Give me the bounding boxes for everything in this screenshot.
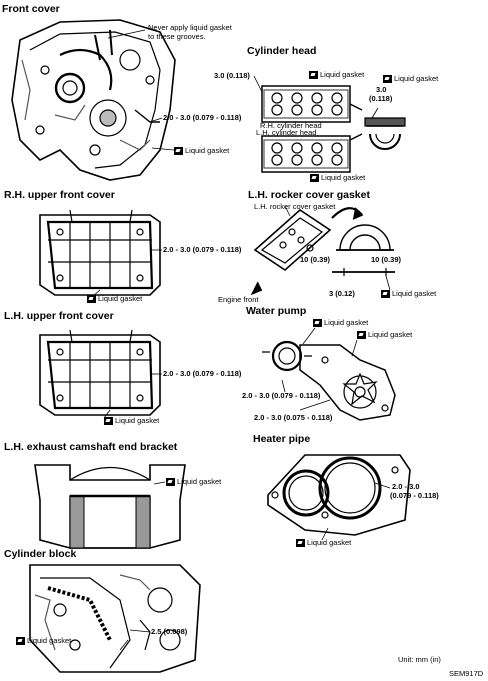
liquid-gasket-icon	[381, 289, 390, 298]
heater-pipe-liquid-gasket: Liquid gasket	[296, 538, 351, 547]
liquid-gasket-icon	[313, 318, 322, 327]
cylinder-head-dimension-3mm: 3.0 (0.118)	[214, 71, 250, 80]
rh-upper-front-cover-drawing	[39, 209, 161, 296]
cylinder-head-liquid-gasket-1: Liquid gasket	[309, 70, 364, 79]
cylinder-block-drawing	[29, 564, 201, 673]
rocker-liquid-gasket: Liquid gasket	[381, 289, 436, 298]
liquid-gasket-icon	[166, 477, 175, 486]
lh-upper-front-cover-drawing	[39, 329, 161, 416]
liquid-gasket-icon	[174, 146, 183, 155]
cylinder-block-dimension: 2.5 (0.098)	[151, 627, 188, 636]
liquid-gasket-icon	[357, 330, 366, 339]
rocker-cover-gasket-callout: L.H. rocker cover gasket	[254, 202, 336, 211]
heater-pipe-dimension: 2.0 - 3.0	[392, 482, 420, 491]
water-pump-dimension-2: 2.0 - 3.0 (0.075 - 0.118)	[254, 413, 333, 422]
front-cover-drawing	[11, 19, 176, 181]
liquid-gasket-icon	[310, 173, 319, 182]
figure-code: SEM917D	[449, 669, 484, 678]
lh-cylinder-head-label: L.H. cylinder head	[256, 128, 317, 137]
exhaust-camshaft-end-bracket-drawing	[34, 464, 186, 549]
water-pump-liquid-gasket-2: Liquid gasket	[357, 330, 412, 339]
rh-front-cover-dimension: 2.0 - 3.0 (0.079 - 0.118)	[163, 245, 242, 254]
rocker-dimension-10-left: 10 (0.39)	[300, 255, 331, 264]
section-title-rh-upper-front-cover: R.H. upper front cover	[4, 189, 115, 201]
never-apply-note-line2: to these grooves.	[148, 32, 206, 41]
end-bracket-liquid-gasket: Liquid gasket	[166, 477, 221, 486]
water-pump-liquid-gasket-1: Liquid gasket	[313, 318, 368, 327]
leader-never-apply	[107, 29, 146, 39]
rh-front-cover-liquid-gasket: Liquid gasket	[87, 294, 142, 303]
water-pump-drawing	[262, 340, 396, 421]
cylinder-head-liquid-gasket-3: Liquid gasket	[310, 173, 365, 182]
heater-pipe-dimension-in: (0.079 - 0.118)	[390, 491, 439, 500]
section-title-cylinder-block: Cylinder block	[4, 548, 77, 560]
front-cover-liquid-gasket: Liquid gasket	[174, 146, 229, 155]
section-title-lh-exhaust-camshaft-end-bracket: L.H. exhaust camshaft end bracket	[4, 441, 178, 453]
rocker-dimension-3: 3 (0.12)	[329, 289, 355, 298]
liquid-gasket-icon	[87, 294, 96, 303]
liquid-gasket-icon	[104, 416, 113, 425]
unit-note: Unit: mm (in)	[398, 655, 441, 664]
cylinder-head-liquid-gasket-2: Liquid gasket	[383, 74, 438, 83]
water-pump-dimension-1: 2.0 - 3.0 (0.079 - 0.118)	[242, 391, 321, 400]
section-title-lh-upper-front-cover: L.H. upper front cover	[4, 310, 114, 322]
cylinder-head-dimension-0118: (0.118)	[369, 94, 393, 103]
liquid-gasket-icon	[309, 70, 318, 79]
cylinder-block-liquid-gasket: Liquid gasket	[16, 636, 71, 645]
rocker-dimension-10-right: 10 (0.39)	[371, 255, 402, 264]
section-title-lh-rocker-cover-gasket: L.H. rocker cover gasket	[248, 189, 370, 201]
rh-cylinder-head-label: R.H. cylinder head	[260, 121, 322, 130]
lh-front-cover-dimension: 2.0 - 3.0 (0.079 - 0.118)	[163, 369, 242, 378]
lh-front-cover-liquid-gasket: Liquid gasket	[104, 416, 159, 425]
cylinder-head-drawing	[261, 85, 406, 173]
section-title-cylinder-head: Cylinder head	[247, 45, 317, 57]
liquid-gasket-icon	[383, 74, 392, 83]
liquid-gasket-icon	[16, 636, 25, 645]
section-title-water-pump: Water pump	[246, 305, 307, 317]
engine-front-label: Engine front	[218, 295, 259, 304]
cylinder-head-dimension-3-0: 3.0	[376, 85, 387, 94]
never-apply-note-line1: Never apply liquid gasket	[148, 23, 232, 32]
liquid-gasket-icon	[296, 538, 305, 547]
section-title-heater-pipe: Heater pipe	[253, 433, 311, 445]
lh-rocker-cover-gasket-drawing	[250, 207, 395, 296]
front-cover-dimension: 2.0 - 3.0 (0.079 - 0.118)	[163, 113, 242, 122]
section-title-front-cover: Front cover	[2, 3, 60, 15]
heater-pipe-drawing	[267, 454, 411, 536]
